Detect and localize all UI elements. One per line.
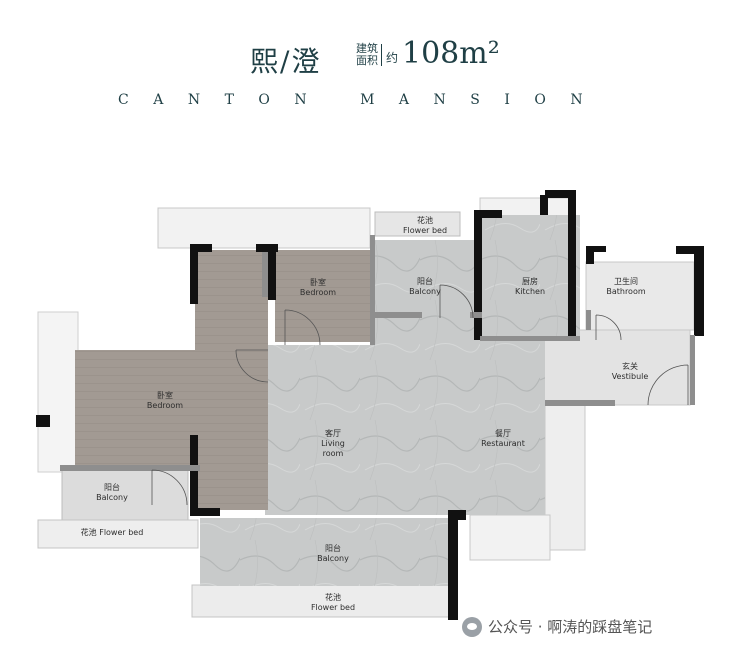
label-living-cn: 客厅	[325, 428, 341, 438]
label-kitchen-cn: 厨房	[522, 276, 538, 286]
area-value: 108m²	[402, 36, 500, 71]
label-balcony-top-en: Balcony	[409, 287, 441, 296]
label-bedroom-master-en: Bedroom	[147, 401, 183, 410]
partitions	[60, 235, 695, 471]
label-balcony-left-en: Balcony	[96, 493, 128, 502]
door-master	[235, 349, 269, 383]
balcony-left-area	[37, 311, 79, 473]
label-balcony-bottom-en: Balcony	[317, 554, 349, 563]
doors	[151, 284, 689, 506]
door-bedroom-second	[284, 309, 321, 346]
label-vestibule-cn: 玄关	[622, 361, 638, 371]
flowerbed-top	[374, 211, 461, 237]
door-balcony-left	[151, 469, 188, 506]
label-bedroom-second-en: Bedroom	[300, 288, 336, 297]
label-bedroom-second-cn: 卧室	[310, 277, 326, 287]
area-approx: 约	[386, 51, 399, 65]
label-flowerbed-top-en: Flower bed	[403, 226, 447, 235]
label-balcony-bottom-cn: 阳台	[325, 543, 341, 553]
label-flowerbed-bottom-cn: 花池	[325, 592, 341, 602]
room-labels: 卧室 Bedroom 卧室 Bedroom 客厅 Living room 餐厅 …	[81, 215, 649, 612]
flowerbed-left	[37, 519, 199, 549]
watermark-text: 公众号 · 啊涛的踩盘笔记	[488, 618, 653, 636]
label-flowerbed-top-cn: 花池	[417, 215, 433, 225]
bedroom-master-floor	[75, 250, 268, 510]
label-living-en-1: Living	[321, 439, 345, 448]
balcony-top-floor	[372, 240, 474, 320]
vestibule-area	[539, 329, 691, 406]
living-restaurant-floor	[265, 320, 545, 515]
label-vestibule-en: Vestibule	[612, 372, 649, 381]
watermark: 公众号 · 啊涛的踩盘笔记	[462, 616, 652, 637]
door-vestibule	[647, 364, 689, 406]
balcony-bottom-frame	[469, 514, 551, 561]
outdoor-areas	[37, 197, 695, 618]
area-label: 建筑面积	[356, 42, 378, 67]
flowerbed-bottom	[191, 584, 453, 618]
door-bathroom	[595, 314, 622, 341]
walls	[36, 190, 704, 620]
label-kitchen-en: Kitchen	[515, 287, 545, 296]
label-living-en-2: room	[323, 449, 344, 458]
header: 熙/澄 建筑面积 约 108m² CANTON MANSION	[0, 0, 740, 130]
balcony-bottom-floor	[200, 518, 450, 586]
balcony-right-strip	[544, 404, 586, 551]
label-bathroom-en: Bathroom	[606, 287, 646, 296]
bathroom-area	[585, 261, 695, 331]
label-restaurant-en: Restaurant	[481, 439, 525, 448]
marble-floors	[200, 215, 580, 586]
wood-floors	[75, 250, 370, 510]
window-strip-top-left	[157, 207, 371, 249]
label-balcony-top-cn: 阳台	[417, 276, 433, 286]
bedroom-second-floor	[275, 250, 370, 342]
label-bedroom-master-cn: 卧室	[157, 390, 173, 400]
area-divider	[381, 44, 382, 66]
label-flowerbed-left: 花池 Flower bed	[81, 527, 144, 537]
label-flowerbed-bottom-en: Flower bed	[311, 603, 355, 612]
balcony-left	[61, 467, 189, 521]
kitchen-floor	[480, 215, 580, 340]
subtitle: CANTON MANSION	[118, 92, 608, 108]
label-bathroom-cn: 卫生间	[614, 276, 638, 286]
label-balcony-left-cn: 阳台	[104, 482, 120, 492]
project-name: 熙/澄	[250, 45, 322, 78]
label-restaurant-cn: 餐厅	[495, 429, 511, 438]
door-balcony-top	[439, 284, 474, 319]
wechat-icon	[462, 616, 482, 637]
